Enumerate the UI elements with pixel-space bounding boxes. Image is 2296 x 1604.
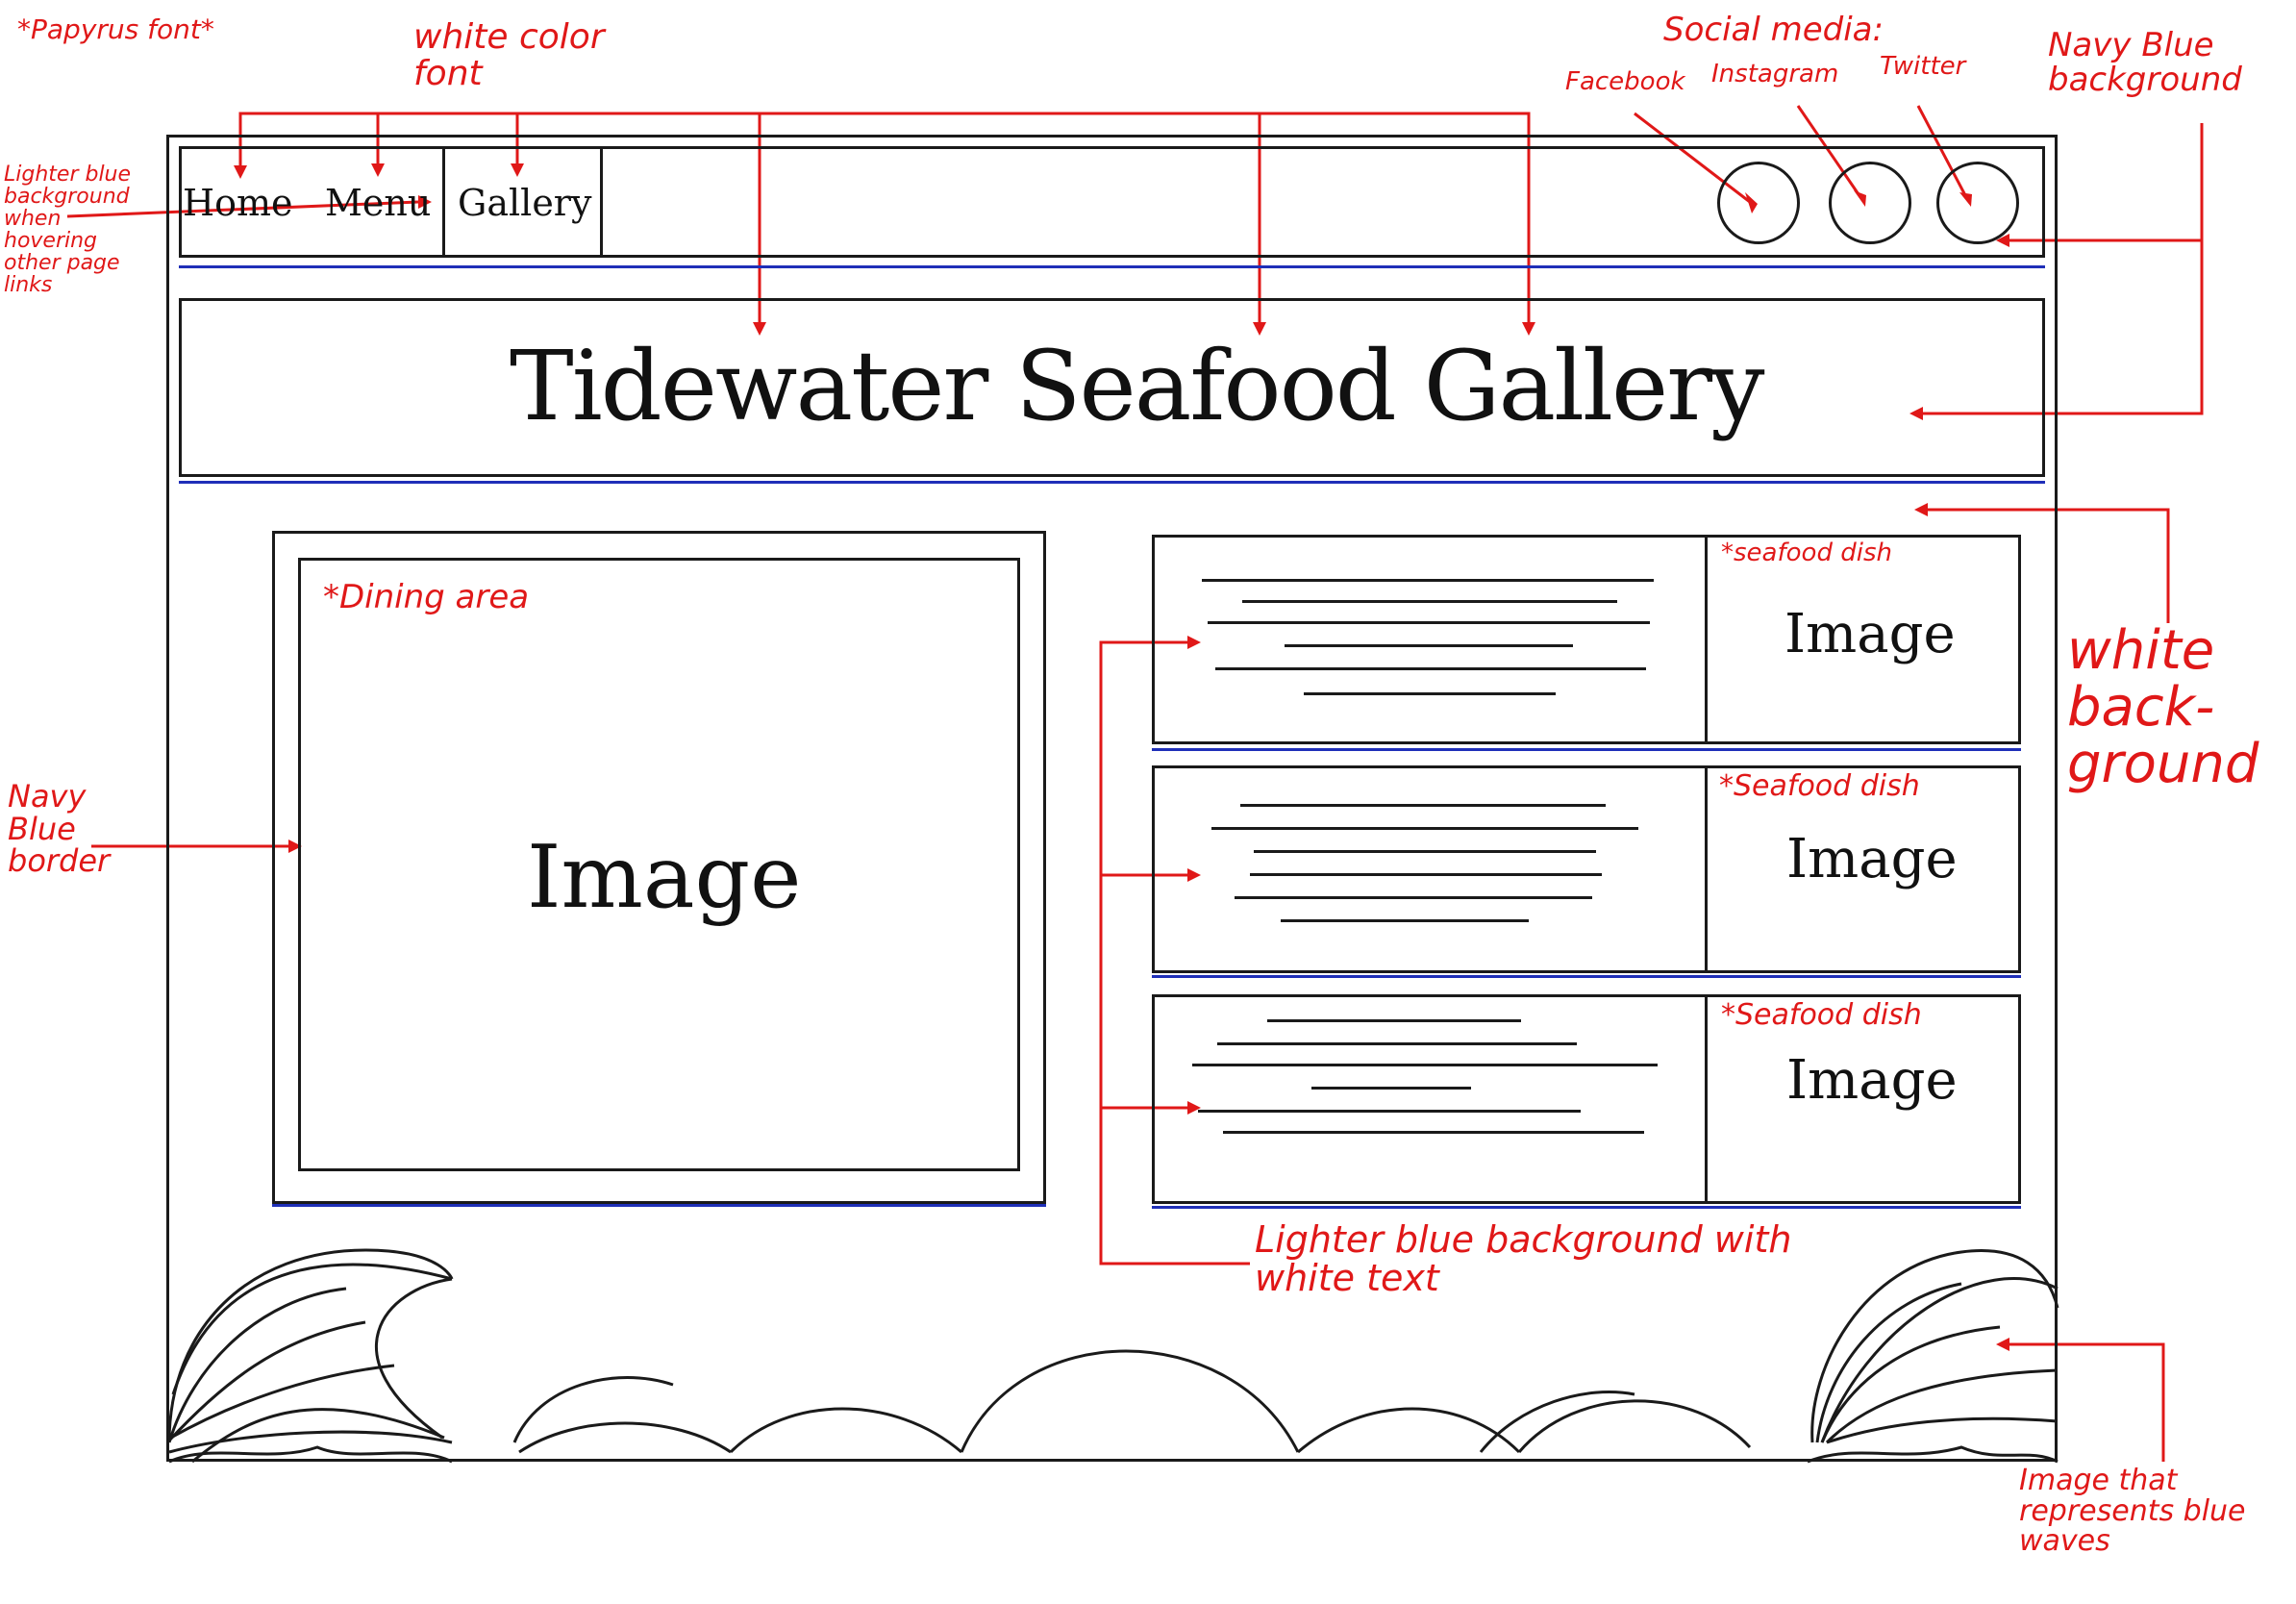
instagram-icon[interactable]: [1829, 162, 1911, 244]
dish-1-image-label: Image: [1784, 603, 1956, 665]
dish-1-text-line: [1215, 667, 1646, 670]
dish-3-text-line: [1217, 1042, 1577, 1045]
dish-3-text-line: [1223, 1131, 1644, 1134]
dish-card-1-divider: [1705, 535, 1708, 744]
dining-image-outer: [272, 531, 1046, 1204]
annotation-instagram: Instagram: [1711, 60, 1839, 88]
dish-3-text-line: [1267, 1019, 1521, 1022]
dish-3-text-line: [1198, 1110, 1581, 1113]
annotation-hover: Lighter blue background when hovering ot…: [4, 163, 132, 298]
dining-image-label: Image: [527, 827, 802, 928]
dish-card-3-divider: [1705, 994, 1708, 1204]
nav-bar: [179, 146, 2045, 258]
annotation-dining-area: *Dining area: [323, 578, 530, 616]
dish-2-text-line: [1240, 804, 1606, 807]
dish-2-text-line: [1211, 827, 1638, 830]
nav-gallery-link[interactable]: Gallery: [458, 182, 592, 224]
dish-2-image-label: Image: [1786, 828, 1958, 890]
annotation-social-media: Social media:: [1663, 11, 1884, 49]
browser-frame: [166, 135, 2058, 1462]
annotation-twitter: Twitter: [1880, 52, 1966, 81]
annotation-seafood-dish-2: *Seafood dish: [1719, 769, 1920, 803]
annotation-font-note: *Papyrus font*: [17, 13, 214, 45]
nav-home-link[interactable]: Home: [183, 182, 293, 224]
dish-card-2: [1152, 765, 2021, 973]
dish-1-text-line: [1202, 579, 1654, 582]
annotation-navy-background: Navy Blue background: [2048, 26, 2242, 99]
dish-1-text-line: [1242, 600, 1617, 603]
annotation-navy-border: Navy Blue border: [8, 778, 111, 880]
annotation-lighter-blue: Lighter blue background with white text: [1255, 1218, 1792, 1299]
dish-card-1-underline: [1152, 748, 2021, 751]
dish-2-text-line: [1250, 873, 1602, 876]
dish-card-1: [1152, 535, 2021, 744]
facebook-icon[interactable]: [1717, 162, 1800, 244]
dish-card-3-underline: [1152, 1206, 2021, 1209]
header-banner: [179, 298, 2045, 477]
dish-card-3: [1152, 994, 2021, 1204]
nav-divider-2: [600, 146, 603, 258]
nav-menu-link[interactable]: Menu: [325, 182, 432, 224]
annotation-seafood-dish-3: *Seafood dish: [1721, 998, 1922, 1032]
page-title: Tidewater Seafood Gallery: [510, 330, 1765, 442]
nav-underline: [179, 265, 2045, 268]
annotation-white-background: white back- ground: [2067, 619, 2259, 795]
annotation-facebook: Facebook: [1565, 67, 1685, 96]
dish-card-2-underline: [1152, 975, 2021, 978]
dining-underline: [272, 1204, 1046, 1207]
dish-2-text-line: [1254, 850, 1596, 853]
dish-1-text-line: [1285, 644, 1573, 647]
dish-3-text-line: [1311, 1087, 1471, 1090]
annotation-white-font: white color font: [413, 17, 605, 93]
dining-image-inner: [298, 558, 1020, 1171]
dish-3-image-label: Image: [1786, 1049, 1958, 1112]
twitter-icon[interactable]: [1936, 162, 2019, 244]
annotation-seafood-dish-1: *seafood dish: [1721, 539, 1892, 567]
dish-2-text-line: [1235, 896, 1592, 899]
header-underline: [179, 481, 2045, 484]
dish-1-text-line: [1304, 692, 1556, 695]
dish-3-text-line: [1192, 1064, 1658, 1066]
annotation-waves: Image that represents blue waves: [2019, 1464, 2246, 1558]
dish-2-text-line: [1281, 919, 1529, 922]
dish-1-text-line: [1208, 621, 1650, 624]
nav-divider-1: [442, 146, 445, 258]
dish-card-2-divider: [1705, 765, 1708, 973]
